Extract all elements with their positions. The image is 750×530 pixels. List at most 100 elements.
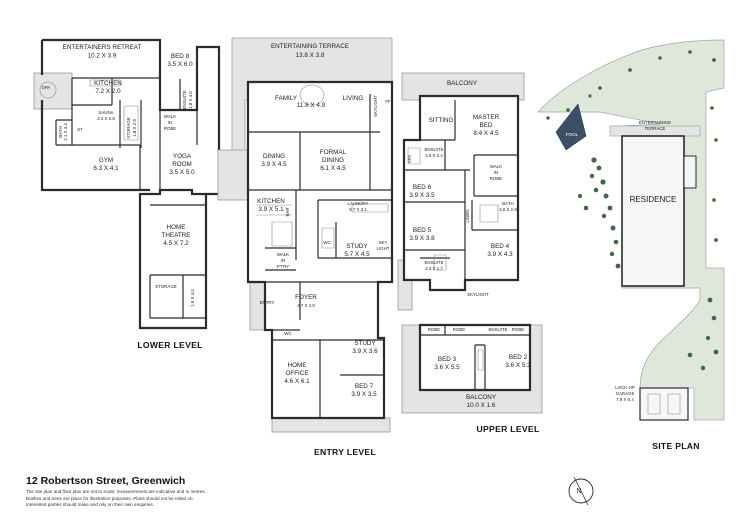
entry-study-size: 5.7 X 4.5 [344, 251, 370, 258]
lower-storage2-size: 1.5 X 4.0 [190, 289, 195, 307]
lower-interior-walls [55, 77, 206, 319]
dining-label: DINING [263, 153, 285, 160]
lower-spa-label: SPA [42, 85, 51, 90]
lower-kitchen-size: 7.2 X 2.0 [95, 88, 121, 95]
formal-dining-size: 6.1 X 4.5 [320, 165, 346, 172]
west-steps [217, 149, 249, 201]
upper-ensuite-size: 2.3 X 1.7 [425, 266, 443, 271]
gym-size: 6.3 X 4.1 [93, 165, 119, 172]
family-living-size: 11.8 X 4.9 [297, 102, 326, 109]
sauna-label: SAUNA [98, 110, 113, 115]
entry-study-label: STUDY [346, 243, 368, 250]
compass-north-label: N [576, 488, 581, 495]
study2-size: 3.9 X 3.6 [352, 348, 378, 355]
lower-level-title: LOWER LEVEL [137, 340, 202, 350]
site-trees [546, 50, 719, 371]
disclaimer-line: The site plan and floor plan are not to … [26, 489, 206, 494]
gym-label: GYM [99, 157, 113, 164]
dining-size: 3.9 X 4.5 [261, 161, 287, 168]
bed5-size: 3.9 X 3.8 [409, 235, 435, 242]
ensuite-master-label: ENSUITE [424, 147, 443, 152]
bed5-label: BED 5 [413, 227, 432, 234]
laundry-label: LAUNDRY [348, 201, 369, 206]
sitting-label: SITTING [429, 117, 454, 124]
upper-fixtures [407, 147, 499, 371]
ensuite-master-size: 3.9 X 2.4 [425, 153, 443, 158]
lower-wir-2: IN [168, 120, 172, 125]
yoga-label-2: ROOM [172, 161, 192, 168]
upper-balcony-top-label: BALCONY [447, 80, 478, 87]
entry-level-plan: ENTERTAINING TERRACE 13.8 X 3.8 FAMILY 1… [217, 37, 394, 457]
walk-in-pantry-2: IN [281, 258, 285, 263]
bed8-size: 3.5 X 6.0 [167, 61, 193, 68]
garage-cars [647, 393, 681, 415]
garage-footprint [639, 387, 689, 421]
site-terrace-label-2: TERRACE [645, 126, 666, 131]
terrace-size: 13.8 X 3.8 [296, 52, 325, 59]
spa-deck [33, 72, 73, 110]
garage-label-1: LOCK-UP [615, 385, 635, 390]
bed4-label: BED 4 [491, 243, 510, 250]
upper-level-title: UPPER LEVEL [477, 424, 540, 434]
lower-kitchen-label: KITCHEN [94, 80, 122, 87]
bed2-size: 3.6 X 5.3 [505, 362, 531, 369]
foyer-size: 4.7 X 4.0 [297, 303, 315, 308]
entry-kitchen-size: 3.9 X 5.1 [258, 206, 284, 213]
bed7-label: BED 7 [355, 383, 374, 390]
bed4-size: 3.9 X 4.3 [487, 251, 513, 258]
lower-bath-label: BATH [58, 126, 63, 137]
upper-ensuite-label: ENSUITE [424, 260, 443, 265]
entry-fixtures [256, 84, 389, 249]
entry-wc-label: WC [323, 240, 330, 245]
site-terrace-label-1: ENTERTAINING [639, 120, 672, 125]
sauna-size: 2.4 X 2.8 [97, 116, 115, 121]
family-label: FAMILY [275, 95, 298, 102]
ff-label: FF [385, 99, 391, 104]
south-deck [271, 417, 391, 433]
compass-needle [573, 476, 589, 506]
master-bed-label-2: BED [480, 122, 493, 129]
walk-in-pantry-3: P'TRY [277, 264, 290, 269]
lower-wir-3: ROBE [164, 126, 177, 131]
linen-label: LINEN [465, 210, 470, 223]
bed3-size: 3.6 X 5.5 [434, 364, 460, 371]
disclaimer: The site plan and floor plan are not to … [26, 489, 326, 509]
lower-outline-left [40, 40, 150, 192]
entry-label: ENTRY [260, 300, 275, 305]
garage-label-3: 7.9 X 6.4 [616, 397, 634, 402]
lower-wir-1: WALK [164, 114, 176, 119]
robe-right-label: ROBE [512, 327, 525, 332]
residence-label: RESIDENCE [630, 195, 677, 204]
robe-left-label: ROBE [428, 327, 441, 332]
entry-interior-walls [248, 94, 392, 418]
terrace-label: ENTERTAINING TERRACE [271, 43, 349, 50]
upper-balcony-label: BALCONY [466, 394, 497, 401]
entertainers-retreat-label: ENTERTAINERS RETREAT [63, 44, 142, 51]
residence-footprint [621, 135, 685, 287]
home-theatre-size: 4.5 X 7.2 [163, 240, 189, 247]
yoga-label: YOGA [173, 153, 192, 160]
lower-storage-size: 1.8 X 2.9 [132, 119, 137, 137]
upper-skylight-label: SKYLIGHT [467, 292, 489, 297]
bed6-label: BED 6 [413, 184, 432, 191]
upper-balcony-size: 10.0 X 1.6 [467, 402, 496, 409]
walk-in-pantry-1: WALK [277, 252, 289, 257]
home-office-label-2: OFFICE [285, 370, 308, 377]
sky-light-1: SKY [379, 240, 388, 245]
home-theatre-label-2: THEATRE [162, 232, 191, 239]
home-theatre-label: HOME [167, 224, 186, 231]
bed7-size: 3.9 X 3.5 [351, 391, 377, 398]
lower-ensuite-label: ENSUITE [182, 90, 187, 109]
upper-wir-1: WALK [490, 164, 502, 169]
laundry-size: 5.7 X 3.1 [349, 207, 367, 212]
site-plan: POOL ENTERTAINING TERRACE RESIDENCE LOCK… [537, 39, 725, 451]
entry-level-title: ENTRY LEVEL [314, 447, 376, 457]
upper-bath-label: BATH [502, 201, 513, 206]
disclaimer-line: Bushes and trees are place for illustrat… [26, 495, 194, 501]
lower-storage2-label: STORAGE [155, 284, 176, 289]
bed6-size: 3.9 X 3.5 [409, 192, 435, 199]
bar-label: BAR [285, 207, 290, 216]
upper-interior-walls [404, 100, 530, 390]
